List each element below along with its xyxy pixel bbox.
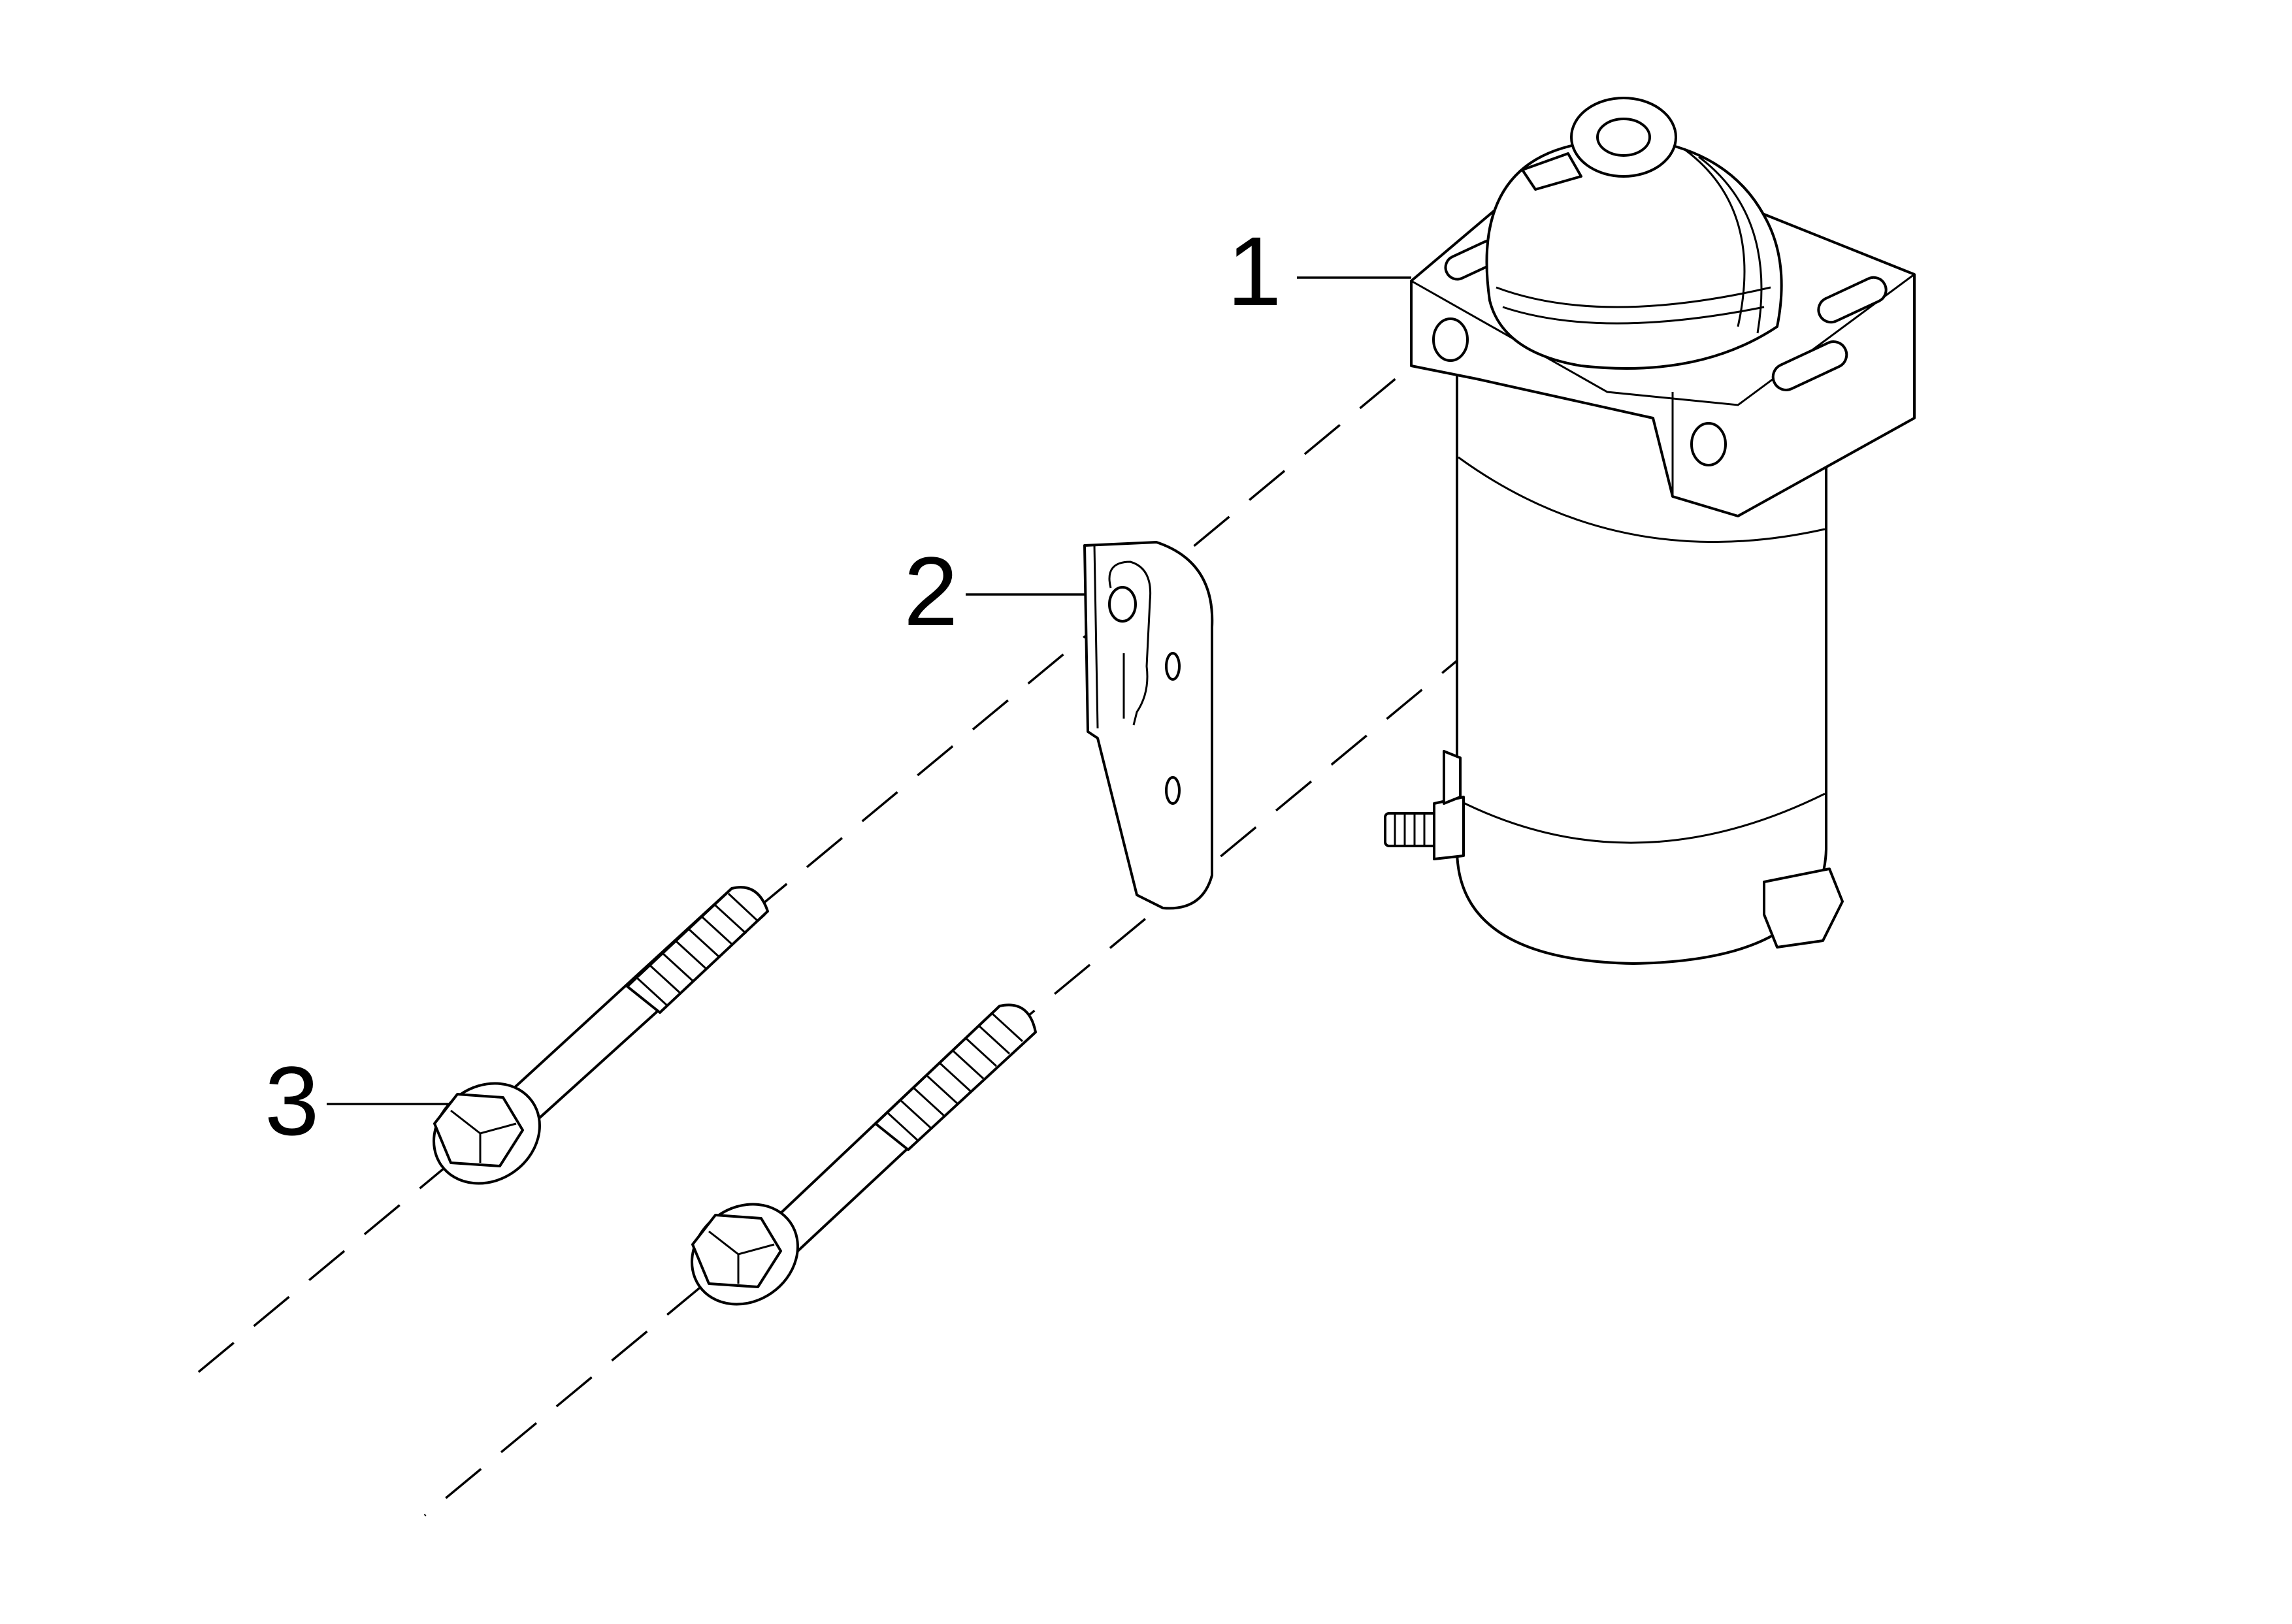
bolt-hex-head-lower <box>691 1214 782 1288</box>
motor-bottom-clip <box>1763 868 1844 949</box>
flange-slot-1 <box>1771 340 1848 391</box>
mounting-bracket <box>1083 541 1214 910</box>
motor-band-lower <box>1458 792 1825 844</box>
bracket-slot <box>1108 560 1152 726</box>
bracket-plate <box>1083 541 1214 910</box>
bracket-hole-mid <box>1165 652 1181 681</box>
flange-hole-left <box>1432 317 1469 362</box>
flange-bolt-lower <box>691 1003 1037 1306</box>
axis-line-lower <box>423 459 1700 1517</box>
callout-1-label: 1 <box>1227 216 1282 326</box>
flange-bolt-upper <box>433 886 769 1185</box>
motor-band-upper <box>1458 456 1825 544</box>
bracket-hole-low <box>1165 776 1181 805</box>
bolt-thread-lines-upper <box>636 892 759 1007</box>
starter-motor <box>1384 97 1916 965</box>
bolt-hex-head-upper <box>433 1093 524 1167</box>
motor-dome <box>1485 136 1783 370</box>
flange-hole-right <box>1690 422 1727 466</box>
bolt-thread-lines-lower <box>886 1012 1024 1142</box>
callout-2-label: 2 <box>904 536 958 646</box>
callout-3-label: 3 <box>265 1046 319 1156</box>
bolt-thread-upper <box>626 886 769 1014</box>
flange-slot-2 <box>1817 276 1888 324</box>
axis-line-upper <box>182 332 1452 1386</box>
bracket-hole-top <box>1108 586 1137 623</box>
terminal-stud <box>1384 750 1465 860</box>
